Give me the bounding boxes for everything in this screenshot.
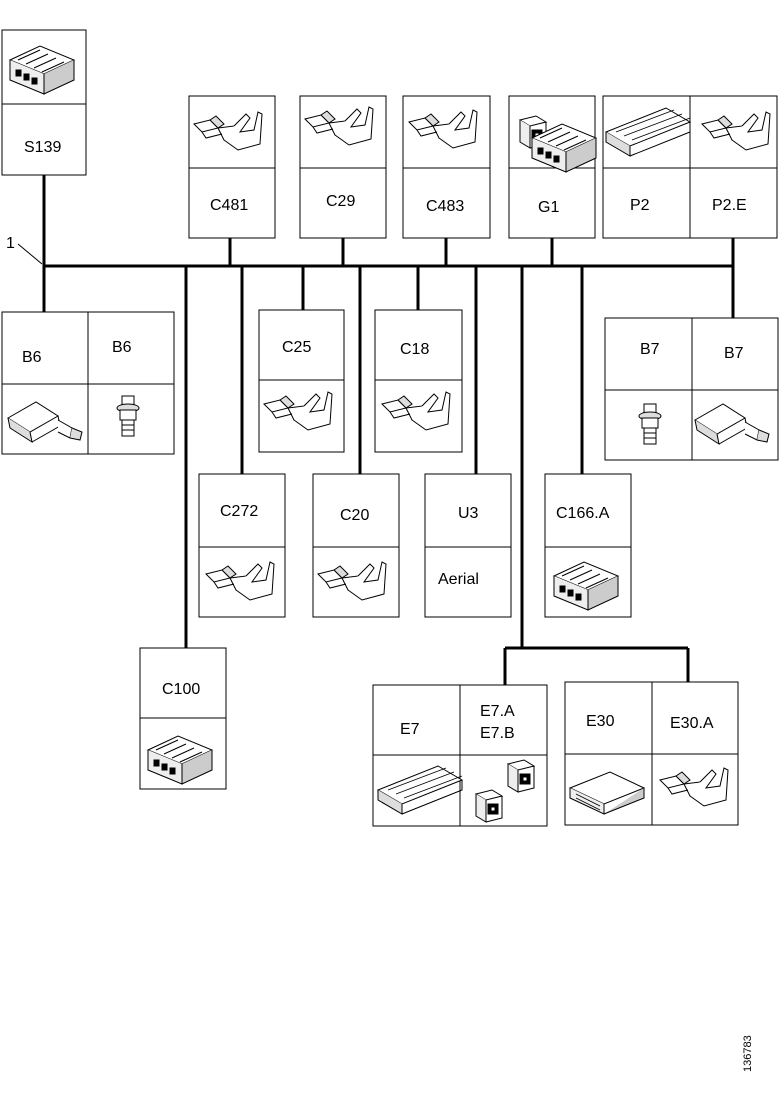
component-c25[interactable]: C25	[258, 309, 345, 453]
label-p2e: P2.E	[712, 197, 747, 214]
label-c29: C29	[326, 193, 355, 210]
label-s139: S139	[24, 139, 61, 156]
svg-text:1: 1	[6, 235, 15, 252]
component-c20[interactable]: C20	[312, 473, 400, 618]
label-c166a: C166.A	[556, 505, 610, 522]
callout-1: 1	[6, 235, 43, 265]
label-e30a: E30.A	[670, 715, 714, 732]
document-id: 136783	[742, 1035, 754, 1072]
component-c18[interactable]: C18	[374, 309, 463, 453]
component-c29[interactable]: C29	[299, 95, 387, 239]
wires	[42, 175, 735, 685]
label-c483: C483	[426, 198, 464, 215]
component-c166a[interactable]: C166.A	[544, 473, 632, 618]
component-p2[interactable]: P2 P2.E	[602, 95, 778, 239]
label-g1: G1	[538, 199, 559, 216]
label-e7a: E7.A	[480, 703, 515, 720]
label-c18: C18	[400, 341, 429, 358]
component-c272[interactable]: C272	[198, 473, 286, 618]
label-b7-plug: B7	[724, 345, 744, 362]
label-p2: P2	[630, 197, 650, 214]
label-e7: E7	[400, 721, 420, 738]
component-c100[interactable]: C100	[139, 647, 227, 790]
component-s139[interactable]: S139	[1, 29, 87, 176]
label-c272: C272	[220, 503, 258, 520]
label-c100: C100	[162, 681, 200, 698]
component-e30[interactable]: E30 E30.A	[564, 681, 739, 826]
label-e7b: E7.B	[480, 725, 515, 742]
label-b7-sensor: B7	[640, 341, 660, 358]
component-c481[interactable]: C481	[188, 95, 276, 239]
label-b6-sensor: B6	[112, 339, 132, 356]
label-c25: C25	[282, 339, 311, 356]
label-u3: U3	[458, 505, 479, 522]
label-c20: C20	[340, 507, 369, 524]
label-u3-aerial: Aerial	[438, 571, 479, 588]
component-c483[interactable]: C483	[402, 95, 491, 239]
component-b7[interactable]: B7 B7	[604, 317, 779, 461]
label-e30: E30	[586, 713, 615, 730]
label-b6-plug: B6	[22, 349, 42, 366]
component-e7[interactable]: E7 E7.A E7.B	[372, 684, 548, 827]
label-c481: C481	[210, 197, 248, 214]
component-g1[interactable]: G1	[508, 95, 597, 239]
component-b6[interactable]: B6 B6	[1, 311, 175, 455]
component-u3[interactable]: U3 Aerial	[424, 473, 512, 618]
